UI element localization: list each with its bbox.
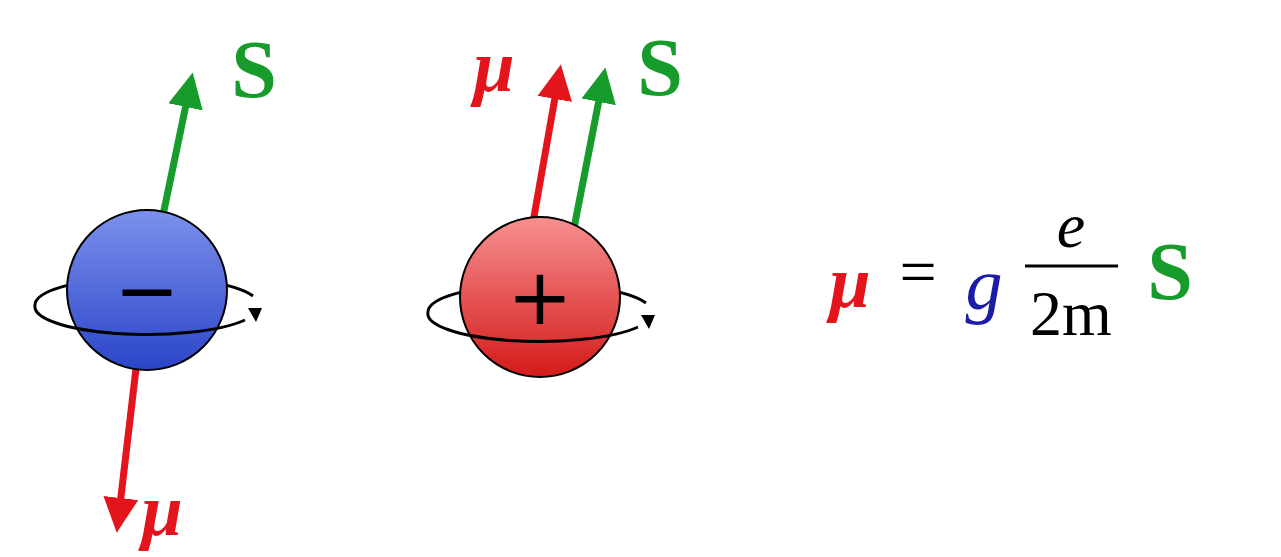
moment-label: μ xyxy=(141,473,182,547)
formula-moment: μ xyxy=(829,245,870,319)
g-factor: g xyxy=(966,247,1003,321)
charge-sign: + xyxy=(507,258,572,336)
spin-arrow xyxy=(574,95,600,228)
charge-sign: − xyxy=(114,251,179,329)
positive-particle: + xyxy=(460,217,620,377)
moment-label: μ xyxy=(473,29,514,103)
spin-label: S xyxy=(637,27,683,109)
moment-arrow xyxy=(120,360,137,505)
spin-arrow xyxy=(162,100,187,220)
negative-particle: − xyxy=(67,210,227,370)
formula-equals: = xyxy=(899,239,936,305)
mass-term: 2m xyxy=(1030,282,1112,346)
moment-arrow xyxy=(532,92,556,228)
charge-symbol: e xyxy=(1057,194,1085,258)
formula-spin: S xyxy=(1147,231,1193,313)
fraction-bar xyxy=(1025,265,1118,268)
spin-label: S xyxy=(231,29,277,111)
